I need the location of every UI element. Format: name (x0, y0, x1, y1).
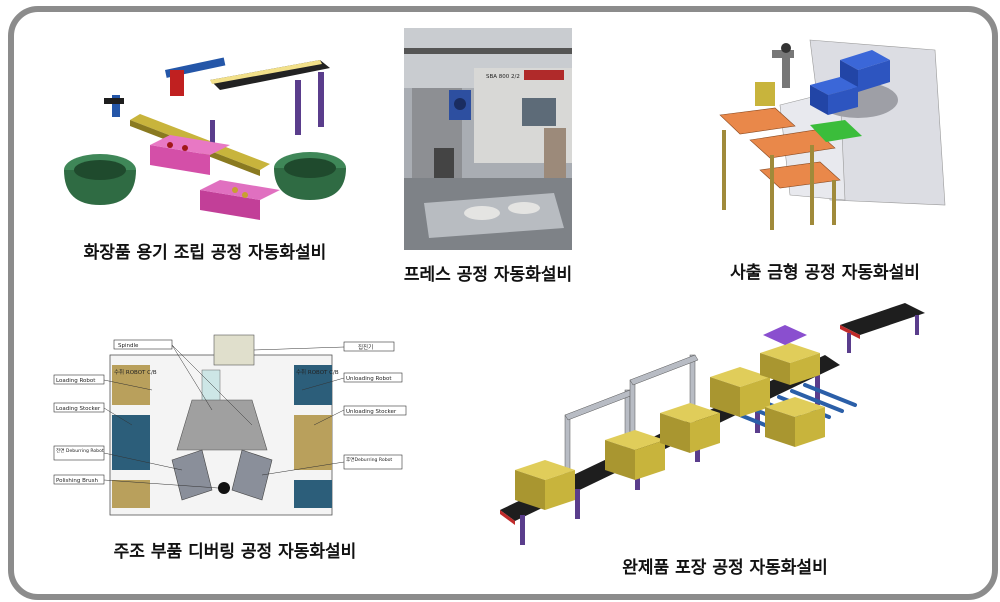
label-collector: 집진기 (358, 343, 373, 351)
packing-line-render (495, 295, 955, 550)
injection-mold-render (700, 30, 955, 245)
dust-collector-box (213, 334, 255, 366)
label-unloading-stocker: Unloading Stocker (346, 409, 397, 415)
conveyor-left-label: 수취 ROBOT C/B (114, 368, 157, 376)
press-machine-label: SBA 800 2/2 (486, 74, 520, 80)
label-loading-robot: Loading Robot (56, 378, 96, 384)
label-front-deburring: 전면 Deburring Robot (56, 447, 104, 454)
label-rear-deburring: 후면Deburring Robot (346, 456, 392, 463)
label-loading-stocker: Loading Stocker (56, 406, 101, 412)
deburring-layout-diagram: 수취 ROBOT C/B 수취 ROBOT C/B Loading Robot … (52, 330, 412, 522)
label-spindle: Spindle (118, 343, 139, 349)
caption-press: 프레스 공정 자동화설비 (403, 265, 573, 285)
label-unloading-robot: Unloading Robot (346, 376, 392, 382)
caption-cosmetic: 화장품 용기 조립 공정 자동화설비 (83, 243, 327, 263)
conveyor-right-label: 수취 ROBOT C/B (296, 368, 339, 376)
press-process-photo: SBA 800 2/2 (404, 28, 572, 250)
cosmetic-assembly-render (60, 40, 350, 230)
label-polishing-brush: Polishing Brush (56, 478, 99, 484)
caption-injection: 사출 금형 공정 자동화설비 (730, 263, 920, 283)
caption-deburring: 주조 부품 디버링 공정 자동화설비 (113, 542, 357, 562)
caption-packing: 완제품 포장 공정 자동화설비 (622, 558, 828, 578)
